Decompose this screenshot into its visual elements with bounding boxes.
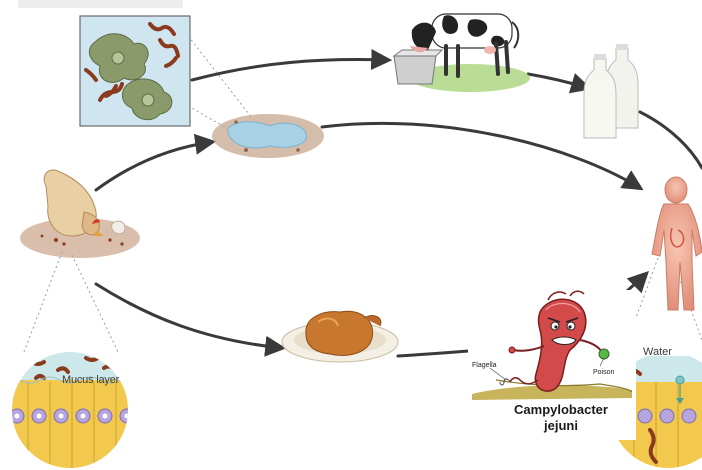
- arrow-chicken-to-water: [96, 142, 212, 190]
- water-puddle: [212, 114, 324, 158]
- bacterium-name-line2: jejuni: [486, 418, 636, 434]
- cow-illustration: [394, 14, 530, 92]
- poison-label: Poison: [593, 369, 614, 376]
- milk-bottles: [584, 44, 638, 138]
- water-label: Water: [643, 346, 672, 358]
- mucus-layer-label: Mucus layer: [62, 374, 119, 386]
- arrow-chicken-to-meat: [96, 284, 282, 348]
- flagella-label: Flagella: [472, 362, 497, 369]
- arrow-amoeba-to-cow: [192, 60, 388, 80]
- chicken-illustration: [20, 170, 140, 258]
- arrow-meat-to-bacterium: [398, 350, 480, 356]
- bacterium-name-label: Campylobacter jejuni: [486, 402, 636, 434]
- bacterium-name-line1: Campylobacter: [486, 402, 636, 418]
- arrow-cow-to-milk: [528, 74, 588, 88]
- arrow-milk-to-human: [640, 112, 702, 168]
- amoeba-inset: [80, 16, 190, 126]
- human-figure: [652, 177, 702, 310]
- roast-chicken-plate: [282, 311, 398, 362]
- intestine-mucus-inset: [0, 340, 140, 470]
